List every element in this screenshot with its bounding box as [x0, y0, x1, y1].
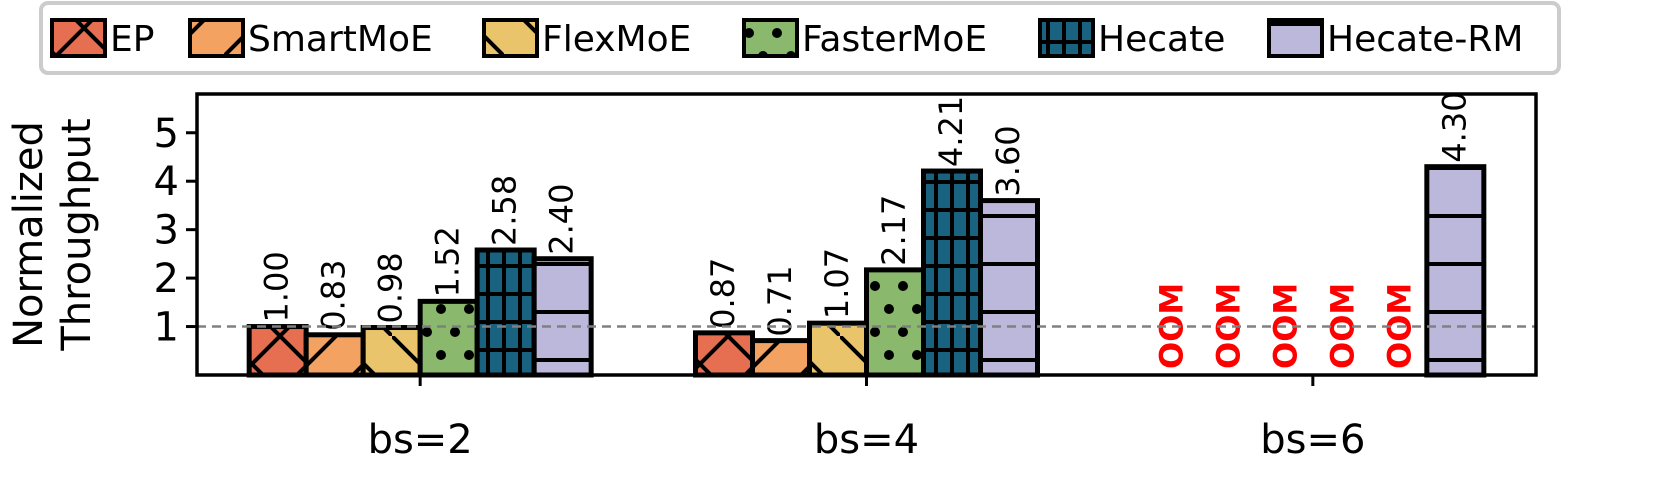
x-tick-label-bs-4: bs=4 — [814, 417, 919, 463]
bar-hatch-flexmoe-bs-4 — [807, 320, 869, 378]
legend-swatch-hatch-fastermoe — [742, 18, 799, 58]
value-label-smartmoe-bs-4: 0.71 — [761, 265, 799, 336]
bar-hatch-flexmoe-bs-2 — [360, 325, 423, 378]
bar-hatch-hecate-rm-bs-2 — [531, 256, 594, 378]
legend-item-hecate-rm: Hecate-RM — [1267, 18, 1523, 60]
bar-hatch-ep-bs-2 — [246, 324, 309, 378]
y-tick-label: 1 — [154, 305, 179, 351]
value-label-flexmoe-bs-4: 1.07 — [818, 248, 856, 319]
value-label-hecate-rm-bs-4: 3.60 — [989, 125, 1027, 196]
value-label-hecate-rm-bs-6: 4.30 — [1435, 91, 1473, 162]
legend-label-hecate: Hecate — [1098, 19, 1225, 60]
bar-hatch-hecate-bs-4 — [921, 168, 983, 378]
bar-hatch-smartmoe-bs-4 — [750, 338, 812, 378]
value-label-smartmoe-bs-2: 0.83 — [315, 260, 353, 331]
legend-label-smartmoe: SmartMoE — [248, 19, 433, 60]
x-tick-label-bs-6: bs=6 — [1260, 417, 1365, 463]
y-tick-label: 2 — [154, 256, 179, 302]
bar-hatch-ep-bs-4 — [693, 330, 755, 378]
value-label-ep-bs-2: 1.00 — [258, 251, 296, 322]
legend-swatch-hatch-smartmoe — [188, 18, 245, 58]
y-tick-label: 3 — [154, 208, 179, 254]
value-label-hecate-bs-4: 4.21 — [932, 96, 970, 167]
value-label-ep-bs-4: 0.87 — [704, 258, 742, 329]
value-label-hecate-bs-2: 2.58 — [486, 175, 524, 246]
legend-box — [39, 1, 1561, 75]
bar-hatch-hecate-rm-bs-4 — [978, 198, 1040, 378]
x-tick-label-bs-2: bs=2 — [368, 417, 473, 463]
legend-swatch-hatch-hecate — [1038, 18, 1095, 58]
legend-item-hecate: Hecate — [1038, 18, 1225, 60]
bar-hatch-smartmoe-bs-2 — [303, 332, 366, 378]
bar-hatch-hecate-rm-bs-6 — [1424, 164, 1487, 378]
value-label-fastermoe-bs-2: 1.52 — [429, 226, 467, 297]
x-axis: bs=2 bs=4 bs=6 — [368, 375, 1365, 463]
oom-label-smartmoe-bs-6: OOM — [1209, 283, 1247, 369]
y-axis-label: NormalizedThroughput — [6, 118, 100, 351]
y-tick-label: 5 — [154, 111, 179, 157]
legend-item-flexmoe: FlexMoE — [482, 18, 691, 60]
legend-label-flexmoe: FlexMoE — [542, 19, 691, 60]
legend-item-fastermoe: FasterMoE — [742, 18, 987, 60]
value-label-flexmoe-bs-2: 0.98 — [372, 252, 410, 323]
legend-label-fastermoe: FasterMoE — [802, 19, 987, 60]
y-tick-label: 4 — [154, 159, 179, 205]
legend-item-smartmoe: SmartMoE — [188, 18, 433, 60]
legend-label-hecate-rm: Hecate-RM — [1327, 19, 1523, 60]
bar-hatch-hecate-bs-2 — [474, 247, 537, 378]
legend: EP SmartMoE FlexMoE FasterMoE Hecate Hecate-R… — [39, 1, 1561, 75]
legend-label-ep: EP — [110, 19, 154, 60]
legend-item-ep: EP — [50, 18, 154, 60]
legend-swatch-hatch-ep — [50, 18, 107, 58]
legend-swatch-hatch-flexmoe — [482, 18, 539, 58]
value-label-fastermoe-bs-4: 2.17 — [875, 195, 913, 266]
value-label-hecate-rm-bs-2: 2.40 — [543, 183, 581, 254]
bar-hatch-fastermoe-bs-2 — [417, 298, 480, 378]
bar-hatch-fastermoe-bs-4 — [864, 267, 926, 378]
legend-swatch-hatch-hecate-rm — [1267, 18, 1324, 58]
